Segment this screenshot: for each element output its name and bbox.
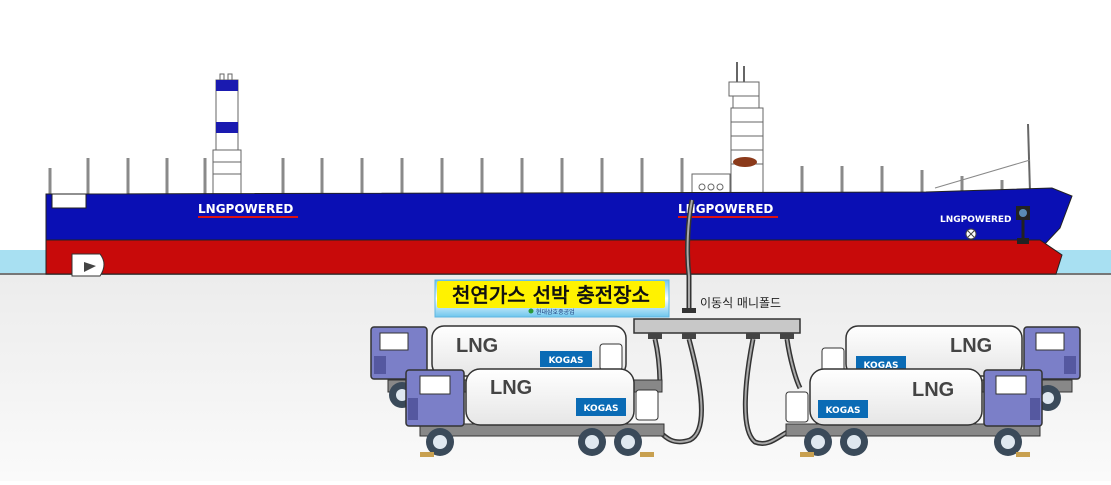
hull-lower	[45, 239, 1063, 275]
kogas-logo-3	[856, 356, 906, 372]
bow-mast	[1027, 123, 1031, 193]
station-title: 천연가스 선박 충전장소	[452, 283, 650, 307]
kogas-logo-2	[576, 398, 626, 416]
station-banner: 천연가스 선박 충전장소 현대삼호중공업	[434, 279, 670, 318]
stern-deck	[51, 193, 87, 209]
ship-label-3: LNGPOWERED	[940, 215, 1012, 225]
ship-label-2: LNGPOWERED	[678, 202, 773, 216]
lng-ship: LNGPOWERED LNGPOWERED LNGPOWERED	[45, 62, 1073, 277]
propeller	[84, 262, 96, 272]
kogas-logo-1	[540, 351, 592, 367]
hyundai-logo-icon	[528, 308, 534, 314]
truck-left-front: LNG KOGAS	[405, 368, 665, 457]
manifold-label: 이동식 매니폴드	[700, 296, 781, 310]
ship-label-1: LNGPOWERED	[198, 202, 293, 216]
kogas-logo-4	[818, 400, 868, 418]
station-sub: 현대삼호중공업	[536, 308, 575, 316]
truck-3-brand: KOGAS	[863, 361, 898, 371]
truck-1-brand: KOGAS	[548, 356, 583, 366]
truck-2-brand: KOGAS	[583, 404, 618, 414]
truck-4-brand: KOGAS	[825, 406, 860, 416]
truck-2-cargo: LNG	[490, 377, 532, 399]
mobile-manifold	[633, 318, 801, 339]
superstructure	[691, 62, 764, 197]
anchor-icon	[1016, 206, 1030, 244]
truck-1-cargo: LNG	[456, 335, 498, 357]
truck-4-cargo: LNG	[912, 379, 954, 401]
funnel	[212, 73, 242, 197]
deck-posts	[48, 158, 1004, 194]
truck-3-cargo: LNG	[950, 335, 992, 357]
rigging	[934, 159, 1031, 189]
truck-right-front: LNG KOGAS	[785, 368, 1043, 457]
transfer-line	[682, 199, 696, 313]
